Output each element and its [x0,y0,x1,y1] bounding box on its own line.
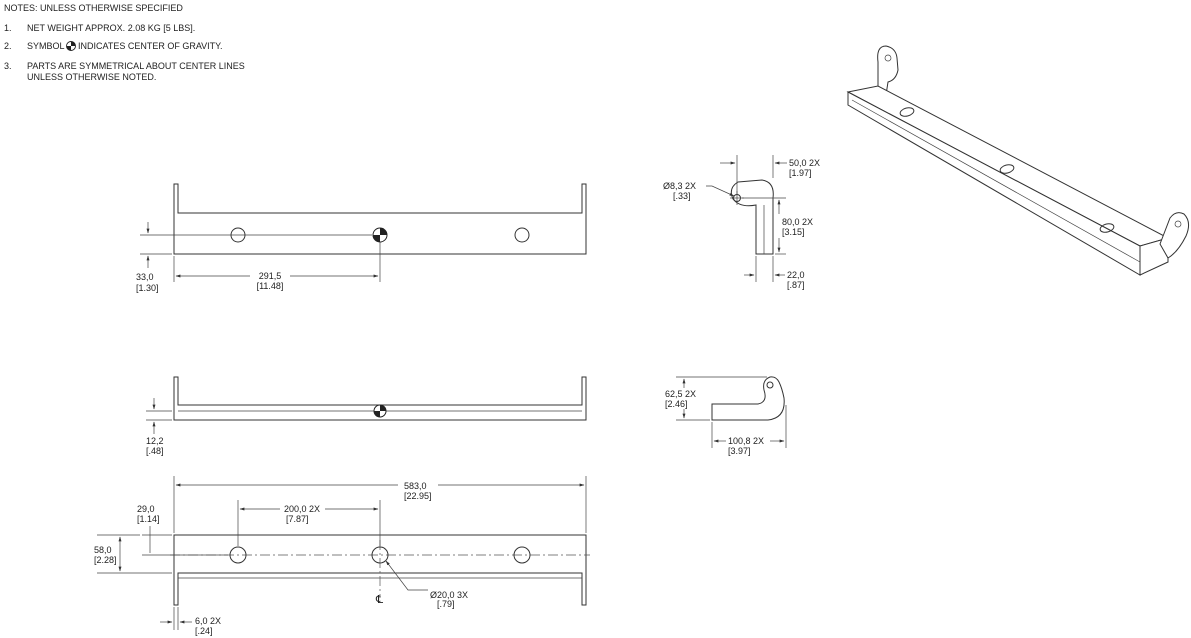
dim-cog-height-in: [1.30] [136,283,159,293]
note-3-line-1: PARTS ARE SYMMETRICAL ABOUT CENTER LINES [27,61,245,71]
dim-cog-offset-in: [11.48] [257,281,284,291]
dim-tab-thickness-in: [.24] [195,626,213,636]
note-1-text: NET WEIGHT APPROX. 2.08 KG [5 LBS]. [27,23,195,33]
dim-tab-depth: 22,0 [787,270,805,280]
notes-block: NOTES: UNLESS OTHERWISE SPECIFIED 1. NET… [4,3,245,82]
dim-small-hole-dia: Ø8,3 2X [663,181,696,191]
dim-hook-length: 100,8 2X [728,436,764,446]
dim-tab-width-in: [1.97] [789,168,812,178]
dim-hole-dia-in: [.79] [437,599,455,609]
dim-front-height-in: [.48] [146,446,164,456]
note-3-line-2: UNLESS OTHERWISE NOTED. [27,72,156,82]
dim-cog-offset: 291,5 [259,271,282,281]
dim-bar-width-in: [2.28] [94,555,117,565]
note-3-number: 3. [4,61,12,71]
dim-hook-height: 62,5 2X [665,389,696,399]
dim-hole-spacing: 200,0 2X [284,504,320,514]
dim-tab-height: 80,0 2X [782,217,813,227]
top-view: 291,5 [11.48] 33,0 [1.30] [136,183,587,293]
front-view: 12,2 [.48] [146,376,587,456]
dim-tab-depth-in: [.87] [787,280,805,290]
dim-overall-length-in: [22.95] [404,491,432,501]
isometric-view [846,45,1190,276]
dim-hole-offset-top: 29,0 [137,504,155,514]
dim-hole-dia: Ø20,0 3X [430,590,468,600]
dim-cog-height: 33,0 [136,272,154,282]
notes-header: NOTES: UNLESS OTHERWISE SPECIFIED [4,3,183,13]
dim-hole-offset-top-in: [1.14] [137,514,160,524]
note-1-number: 1. [4,23,12,33]
note-2-text-before: SYMBOL [27,41,65,51]
cog-marker-top-icon [372,227,388,243]
dim-bar-width: 58,0 [94,545,112,555]
cog-marker-front-icon [373,404,387,418]
dim-tab-height-in: [3.15] [782,227,805,237]
dim-hole-spacing-in: [7.87] [286,514,309,524]
note-2-text-after: INDICATES CENTER OF GRAVITY. [78,41,223,51]
dim-tab-thickness: 6,0 2X [195,616,221,626]
side-view-tab: 50,0 2X [1.97] Ø8,3 2X [.33] 80,0 2X [3.… [663,155,820,290]
dim-tab-width: 50,0 2X [789,158,820,168]
dim-overall-length: 583,0 [404,481,427,491]
hook-view: 62,5 2X [2.46] 100,8 2X [3.97] [663,376,787,456]
dim-hook-length-in: [3.97] [728,446,751,456]
dim-hook-height-in: [2.46] [665,399,688,409]
dim-small-hole-dia-in: [.33] [673,191,691,201]
center-of-gravity-symbol-icon [66,41,76,51]
plan-view: ℄ 583,0 [22.95] 200,0 2X [7.87] 29,0 [1.… [94,476,590,636]
dim-front-height: 12,2 [146,436,164,446]
centerline-symbol: ℄ [375,594,383,606]
note-2-number: 2. [4,41,12,51]
